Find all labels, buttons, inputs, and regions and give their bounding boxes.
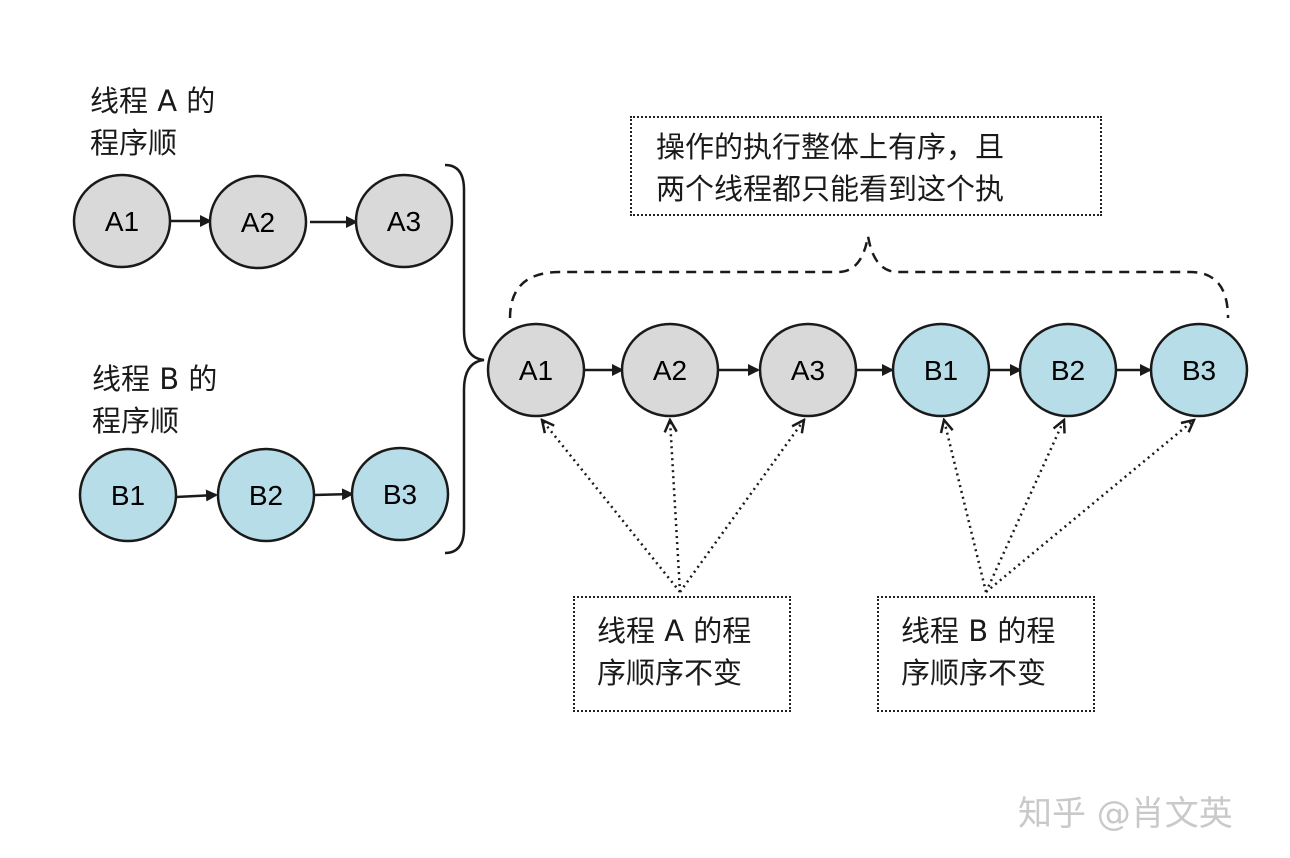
merged-node-b2-label: B2 (1051, 355, 1085, 386)
node-a2-label: A2 (241, 207, 275, 238)
thread-b-label-line1: 线程 B 的 (92, 362, 218, 396)
merged-node-a1-label: A1 (519, 355, 553, 386)
top-note-line1: 操作的执行整体上有序，且 (656, 130, 1005, 164)
node-b3-label: B3 (383, 479, 417, 510)
node-a3: A3 (354, 173, 454, 269)
dotted-arrow-a2 (670, 420, 682, 593)
thread-b-label-line2: 程序顺 (92, 404, 180, 438)
dotted-arrow-a1 (542, 420, 681, 593)
merged-node-b3: B3 (1149, 322, 1249, 418)
note-b-box: 线程 B 的程 序顺序不变 (877, 596, 1095, 712)
arrow-b1-b2 (175, 489, 218, 502)
dotted-arrow-b1 (944, 420, 988, 593)
merge-brace (444, 163, 485, 555)
top-note-box: 操作的执行整体上有序，且 两个线程都只能看到这个执 (630, 116, 1102, 216)
node-a1: A1 (72, 173, 172, 269)
thread-a-label: 线程 A 的 程序顺 (90, 80, 215, 164)
merged-node-b1-label: B1 (924, 355, 958, 386)
thread-b-chain: B1 B2 B3 (78, 446, 450, 543)
thread-a-label-line2: 程序顺 (90, 126, 178, 160)
note-b-line1: 线程 B 的程 (901, 614, 1056, 648)
note-b-line2: 序顺序不变 (901, 656, 1047, 690)
thread-b-label: 线程 B 的 程序顺 (92, 358, 217, 442)
node-a2: A2 (208, 174, 308, 270)
dotted-arrow-b2 (984, 420, 1064, 593)
note-b-arrows (944, 420, 1194, 593)
note-a-box: 线程 A 的程 序顺序不变 (573, 596, 791, 712)
merged-node-b1: B1 (891, 322, 991, 418)
merged-node-a3-label: A3 (791, 355, 825, 386)
note-a-arrows (542, 420, 804, 593)
node-b1: B1 (78, 447, 178, 543)
node-a3-label: A3 (387, 206, 421, 237)
merged-chain: A1 A2 A3 B1 B2 B3 (486, 322, 1249, 418)
merged-node-a2-label: A2 (653, 355, 687, 386)
node-b1-label: B1 (111, 480, 145, 511)
note-a-line2: 序顺序不变 (597, 656, 743, 690)
dotted-arrow-a3 (678, 420, 804, 593)
thread-a-label-line1: 线程 A 的 (90, 84, 216, 118)
node-a1-label: A1 (105, 206, 139, 237)
merged-node-b2: B2 (1018, 322, 1118, 418)
note-a-line1: 线程 A 的程 (597, 614, 752, 648)
dashed-bracket (508, 235, 1230, 319)
node-b2: B2 (216, 447, 316, 543)
merged-node-b3-label: B3 (1182, 355, 1216, 386)
merged-node-a1: A1 (486, 322, 586, 418)
top-note-line2: 两个线程都只能看到这个执 (656, 172, 1005, 206)
merged-node-a3: A3 (758, 322, 858, 418)
thread-a-chain: A1 A2 A3 (72, 173, 454, 270)
node-b3: B3 (350, 446, 450, 542)
merged-node-a2: A2 (620, 322, 720, 418)
dotted-arrow-b3 (985, 420, 1194, 593)
arrow-b2-b3 (313, 488, 354, 501)
node-b2-label: B2 (249, 480, 283, 511)
watermark: 知乎 @肖文英 (1018, 794, 1233, 834)
